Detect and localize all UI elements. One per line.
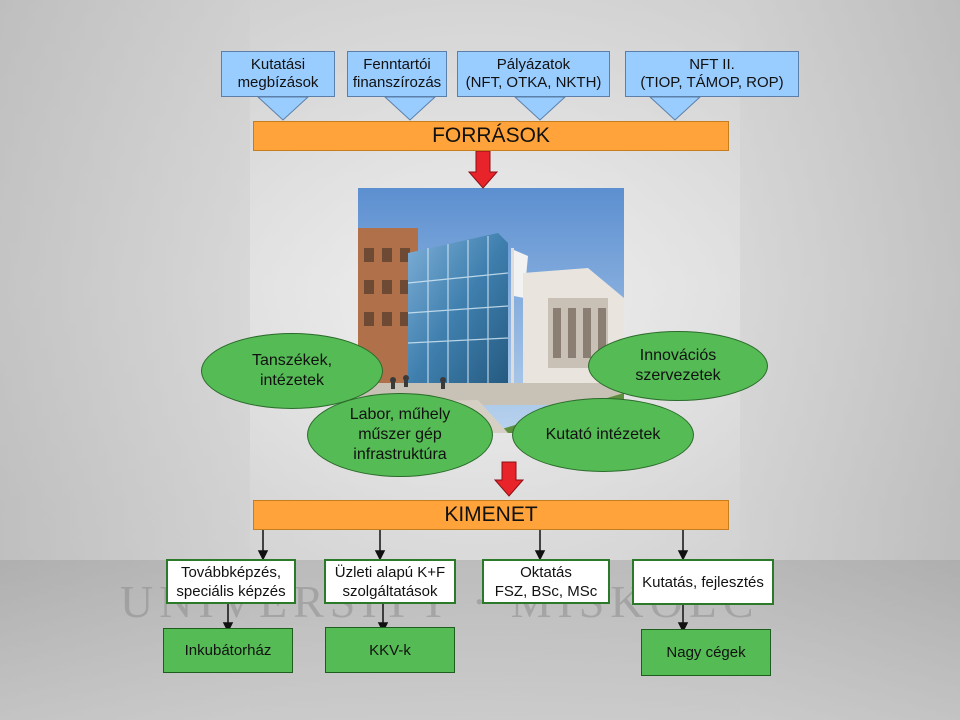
source-fenntartoi-finanszirozas: Fenntartói finanszírozás bbox=[347, 51, 447, 97]
output-tovabbkepzes: Továbbképzés, speciális képzés bbox=[166, 559, 296, 604]
box-nagy-cegek: Nagy cégek bbox=[641, 629, 771, 676]
ellipse-innovacios-szervezetek: Innovációs szervezetek bbox=[588, 331, 768, 401]
background-ground bbox=[0, 560, 960, 720]
output-oktatas: Oktatás FSZ, BSc, MSc bbox=[482, 559, 610, 604]
output-uzleti-kf: Üzleti alapú K+F szolgáltatások bbox=[324, 559, 456, 604]
kimenet-bar: KIMENET bbox=[253, 500, 729, 530]
box-kkv-k: KKV-k bbox=[325, 627, 455, 673]
ellipse-tanszekek-intezetek: Tanszékek, intézetek bbox=[201, 333, 383, 409]
source-palyazatok: Pályázatok (NFT, OTKA, NKTH) bbox=[457, 51, 610, 97]
ellipse-labor-muhely: Labor, műhely műszer gép infrastruktúra bbox=[307, 393, 493, 477]
ellipse-kutato-intezetek: Kutató intézetek bbox=[512, 398, 694, 472]
source-nft-ii: NFT II. (TIOP, TÁMOP, ROP) bbox=[625, 51, 799, 97]
forrasok-bar: FORRÁSOK bbox=[253, 121, 729, 151]
output-kutatas-fejlesztes: Kutatás, fejlesztés bbox=[632, 559, 774, 605]
box-inkubatorhaz: Inkubátorház bbox=[163, 628, 293, 673]
source-kutatasi-megbizasok: Kutatási megbízások bbox=[221, 51, 335, 97]
